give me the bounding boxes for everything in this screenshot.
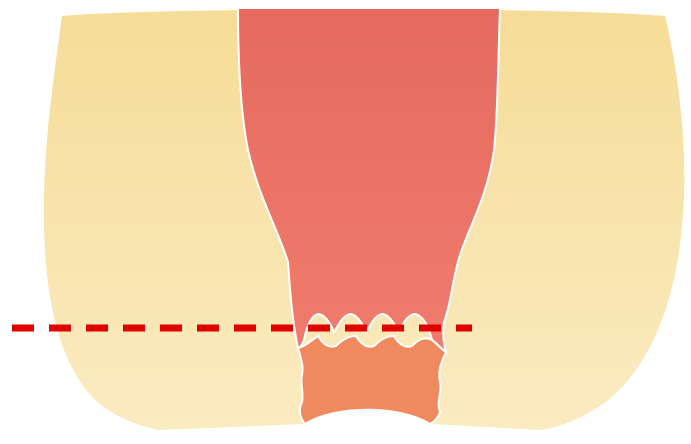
- lower-zone: [298, 336, 446, 424]
